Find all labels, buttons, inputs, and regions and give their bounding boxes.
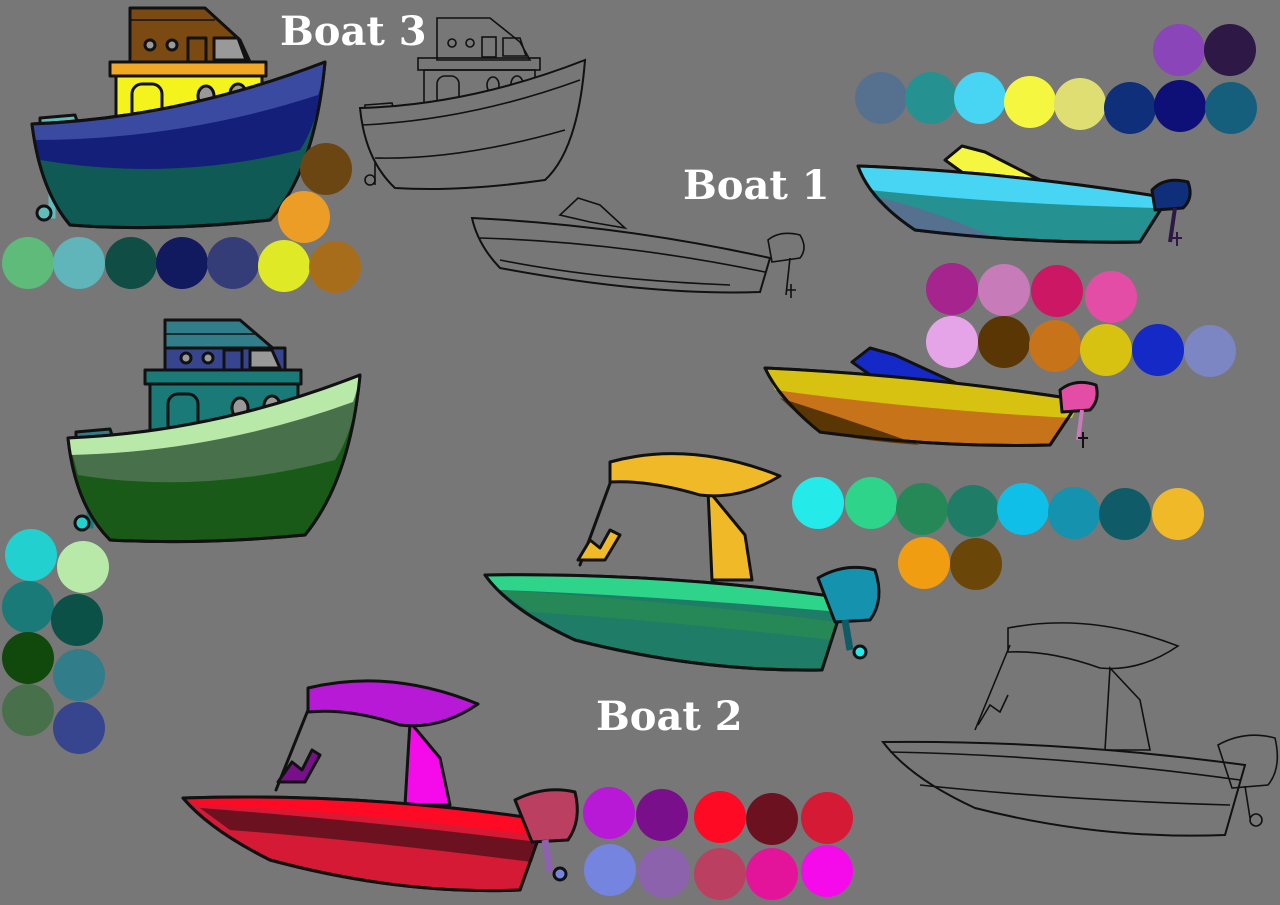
color-swatch [1054, 78, 1106, 130]
boat1-colored-cyan [856, 144, 1192, 246]
color-swatch [997, 483, 1049, 535]
color-swatch [926, 263, 978, 315]
color-swatch [5, 529, 57, 581]
color-swatch [694, 791, 746, 843]
color-swatch [1048, 487, 1100, 539]
boat3-title: Boat 3 [280, 8, 427, 55]
color-swatch [105, 237, 157, 289]
color-swatch [57, 541, 109, 593]
color-swatch [636, 789, 688, 841]
color-swatch [926, 316, 978, 368]
color-swatch [53, 702, 105, 754]
color-swatch [855, 72, 907, 124]
color-swatch [978, 264, 1030, 316]
color-swatch [1152, 488, 1204, 540]
boat2-title: Boat 2 [596, 693, 743, 740]
color-swatch [905, 72, 957, 124]
color-swatch [746, 793, 798, 845]
color-swatch [746, 848, 798, 900]
boat3-colored-blue [30, 6, 327, 230]
color-swatch [2, 684, 54, 736]
color-swatch [896, 483, 948, 535]
color-swatch [1153, 24, 1205, 76]
color-swatch [1154, 80, 1206, 132]
color-swatch [1132, 324, 1184, 376]
color-swatch [954, 72, 1006, 124]
color-swatch [1099, 488, 1151, 540]
boat2-colored-green [483, 452, 881, 672]
color-swatch [801, 845, 853, 897]
boat1-colored-yellow [763, 346, 1099, 448]
color-swatch [2, 581, 54, 633]
boat2-outline [881, 622, 1279, 837]
color-swatch [1204, 24, 1256, 76]
color-swatch [978, 316, 1030, 368]
color-swatch [845, 477, 897, 529]
color-swatch [309, 241, 361, 293]
color-swatch [1205, 82, 1257, 134]
color-swatch [278, 191, 330, 243]
color-swatch [53, 237, 105, 289]
color-swatch [156, 237, 208, 289]
color-swatch [898, 537, 950, 589]
color-swatch [792, 477, 844, 529]
color-swatch [1104, 82, 1156, 134]
color-swatch [1029, 320, 1081, 372]
boat1-title: Boat 1 [683, 162, 830, 209]
color-swatch [1085, 271, 1137, 323]
color-swatch [1004, 76, 1056, 128]
color-swatch [1184, 325, 1236, 377]
color-swatch [300, 143, 352, 195]
color-swatch [2, 632, 54, 684]
color-swatch [258, 240, 310, 292]
boat1-outline [470, 197, 805, 298]
color-swatch [207, 237, 259, 289]
boat3-outline [358, 17, 587, 190]
boat3-colored-green [66, 318, 362, 544]
color-swatch [584, 844, 636, 896]
color-swatch [947, 485, 999, 537]
color-swatch [694, 848, 746, 900]
color-swatch [53, 649, 105, 701]
color-swatch [51, 594, 103, 646]
color-swatch [801, 792, 853, 844]
boat2-colored-red [181, 679, 579, 893]
color-swatch [2, 237, 54, 289]
color-swatch [638, 846, 690, 898]
color-swatch [583, 787, 635, 839]
color-swatch [1031, 265, 1083, 317]
color-swatch [1080, 324, 1132, 376]
color-swatch [950, 538, 1002, 590]
